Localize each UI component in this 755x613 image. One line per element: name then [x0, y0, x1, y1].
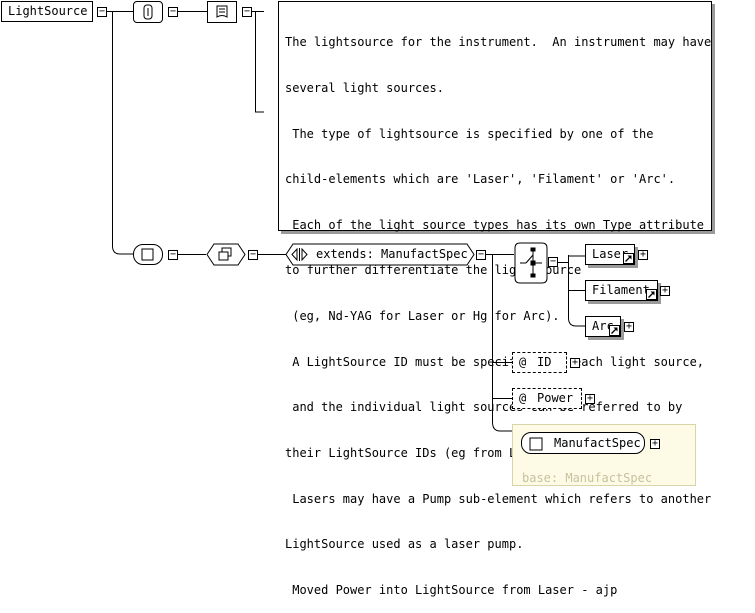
- arc-element[interactable]: Arc: [585, 316, 621, 337]
- reference-arrow-icon: [609, 325, 620, 336]
- doc-line: A LightSource ID must be specified for e…: [285, 354, 705, 369]
- doc-line: several light sources.: [285, 81, 444, 96]
- reference-arrow-icon: [623, 253, 634, 264]
- doc-line: to further differentiate the light sourc…: [285, 263, 582, 278]
- complex-type-icon: [529, 437, 543, 451]
- annotation-collapse-toggle[interactable]: −: [242, 6, 252, 17]
- base-type-label: ManufactSpec: [554, 436, 641, 450]
- doc-line: Lasers may have a Pump sub-element which…: [285, 491, 712, 506]
- id-attribute-expand-toggle[interactable]: +: [570, 357, 580, 368]
- laser-expand-toggle[interactable]: +: [638, 249, 648, 260]
- doc-line: LightSource used as a laser pump.: [285, 537, 524, 552]
- documentation-icon: [216, 5, 228, 18]
- arc-label: Arc: [592, 319, 614, 333]
- doc-line: and the individual light sources can be …: [285, 400, 683, 415]
- documentation-box: The lightsource for the instrument. An i…: [278, 1, 712, 597]
- power-attribute-at: @: [519, 391, 527, 405]
- base-type-expand-toggle[interactable]: +: [650, 438, 660, 449]
- complex-content-collapse-toggle[interactable]: −: [248, 249, 258, 260]
- power-attribute-label: Power: [537, 391, 574, 405]
- doc-line: The type of lightsource is specified by …: [285, 126, 654, 141]
- doc-line: child-elements which are 'Laser', 'Filam…: [285, 172, 676, 187]
- complex-content-node[interactable]: [206, 243, 246, 266]
- id-attribute[interactable]: @ ID: [512, 352, 567, 373]
- choice-icon: [520, 247, 542, 278]
- id-attribute-label: ID: [537, 355, 552, 369]
- base-type-caption: base: ManufactSpec: [522, 471, 653, 485]
- extension-label: extends: ManufactSpec: [316, 247, 468, 261]
- complex-type-collapse-toggle[interactable]: −: [168, 249, 178, 260]
- root-collapse-toggle[interactable]: −: [97, 6, 107, 17]
- arc-expand-toggle[interactable]: +: [624, 321, 634, 332]
- laser-element[interactable]: Laser: [585, 244, 635, 265]
- sequence-compositor[interactable]: [133, 1, 163, 23]
- sequence-icon: [143, 4, 153, 20]
- power-attribute-expand-toggle[interactable]: +: [585, 393, 595, 404]
- reference-arrow-icon: [646, 289, 657, 300]
- laser-label: Laser: [592, 247, 629, 261]
- choice-collapse-toggle[interactable]: −: [548, 256, 558, 267]
- doc-line: Moved Power into LightSource from Laser …: [285, 582, 618, 597]
- root-element-label: LightSource: [8, 4, 88, 18]
- complex-type-node[interactable]: [133, 244, 163, 265]
- complex-content-icon: [218, 247, 232, 261]
- annotation-node[interactable]: [207, 1, 237, 23]
- doc-line: The lightsource for the instrument. An i…: [285, 35, 712, 50]
- filament-label: Filament: [592, 283, 650, 297]
- root-element-box[interactable]: LightSource: [1, 1, 93, 22]
- choice-compositor[interactable]: [514, 242, 548, 284]
- sequence-collapse-toggle[interactable]: −: [168, 6, 178, 17]
- power-attribute[interactable]: @ Power: [512, 388, 582, 409]
- extension-collapse-toggle[interactable]: −: [476, 249, 486, 260]
- doc-line: (eg, Nd-YAG for Laser or Hg for Arc).: [285, 309, 560, 324]
- extension-node[interactable]: [285, 243, 475, 266]
- base-type-node[interactable]: ManufactSpec: [521, 432, 645, 454]
- filament-expand-toggle[interactable]: +: [660, 285, 670, 296]
- extension-icon: [291, 247, 308, 262]
- doc-line: Each of the light source types has its o…: [285, 217, 705, 232]
- complex-type-icon: [141, 248, 154, 261]
- id-attribute-at: @: [519, 355, 527, 369]
- filament-element[interactable]: Filament: [585, 280, 658, 301]
- connector-lines: [107, 11, 585, 432]
